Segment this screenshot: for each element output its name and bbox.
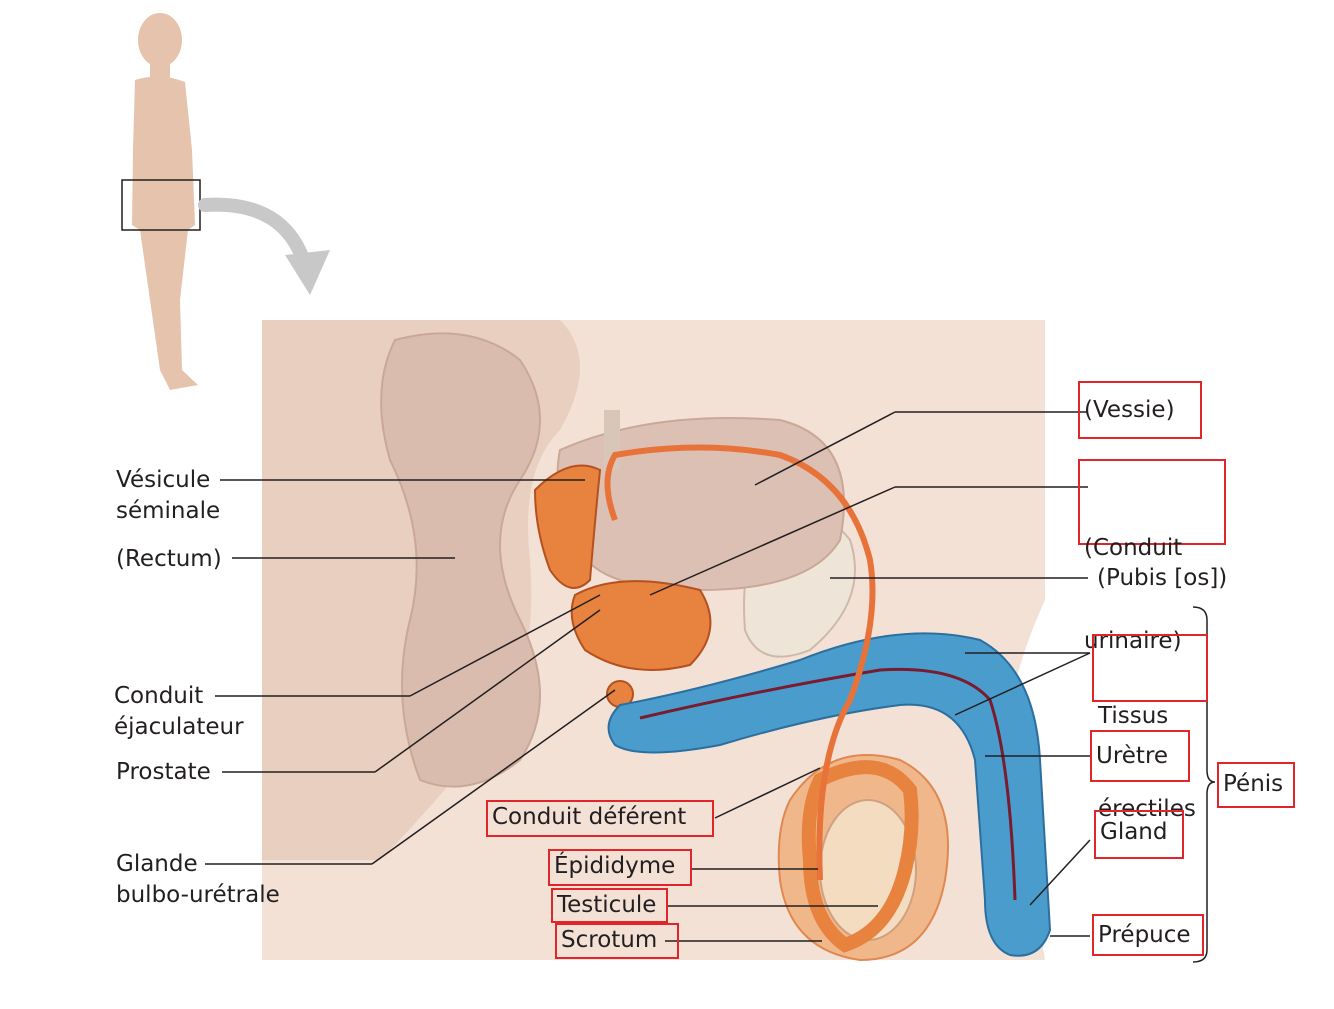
label-vesicule-line2: séminale	[116, 498, 221, 524]
label-glande-line1: Glande	[116, 851, 198, 877]
label-penis: Pénis	[1217, 762, 1295, 808]
bladder-organ	[556, 417, 845, 592]
rectum-organ	[380, 332, 541, 788]
epididymis-organ	[801, 760, 919, 953]
label-conduit-ejaculateur-line1: Conduit	[114, 683, 204, 709]
label-prepuce: Prépuce	[1092, 914, 1204, 956]
label-testicule: Testicule	[551, 888, 668, 923]
penis-brace	[1192, 606, 1216, 963]
label-conduit-deferent: Conduit déférent	[486, 800, 714, 837]
label-prostate: Prostate	[116, 759, 211, 785]
erectile-tissue	[607, 632, 1052, 957]
label-conduit-urinaire-box: (Conduit urinaire)	[1078, 459, 1226, 654]
label-rectum: (Rectum)	[116, 546, 222, 572]
label-tissus-erectiles-box: Tissus érectiles	[1092, 634, 1208, 822]
label-vessie: (Vessie)	[1078, 381, 1202, 439]
label-conduit-urinaire-line2: urinaire)	[1084, 628, 1182, 654]
curved-arrow-icon	[198, 197, 312, 272]
label-pubis: (Pubis [os])	[1097, 565, 1228, 591]
human-silhouette-icon	[121, 13, 201, 390]
label-tissus-line2: érectiles	[1098, 796, 1196, 822]
label-vesicule-line1: Vésicule	[116, 467, 211, 493]
label-uretre: Urètre	[1090, 730, 1190, 782]
label-epididyme: Épididyme	[548, 849, 692, 886]
label-gland: Gland	[1094, 810, 1184, 859]
label-scrotum: Scrotum	[555, 923, 679, 959]
pelvis-section	[262, 320, 1052, 962]
prostate-organ	[570, 580, 712, 671]
label-conduit-urinaire-line1: (Conduit	[1084, 535, 1183, 561]
leader-lines	[205, 411, 1091, 942]
label-conduit-ejaculateur-line2: éjaculateur	[114, 714, 244, 740]
label-tissus-line1: Tissus	[1098, 703, 1169, 729]
vas-deferens	[604, 444, 876, 881]
label-glande-line2: bulbo-urétrale	[116, 882, 280, 908]
seminal-vesicle-organ	[533, 464, 602, 589]
